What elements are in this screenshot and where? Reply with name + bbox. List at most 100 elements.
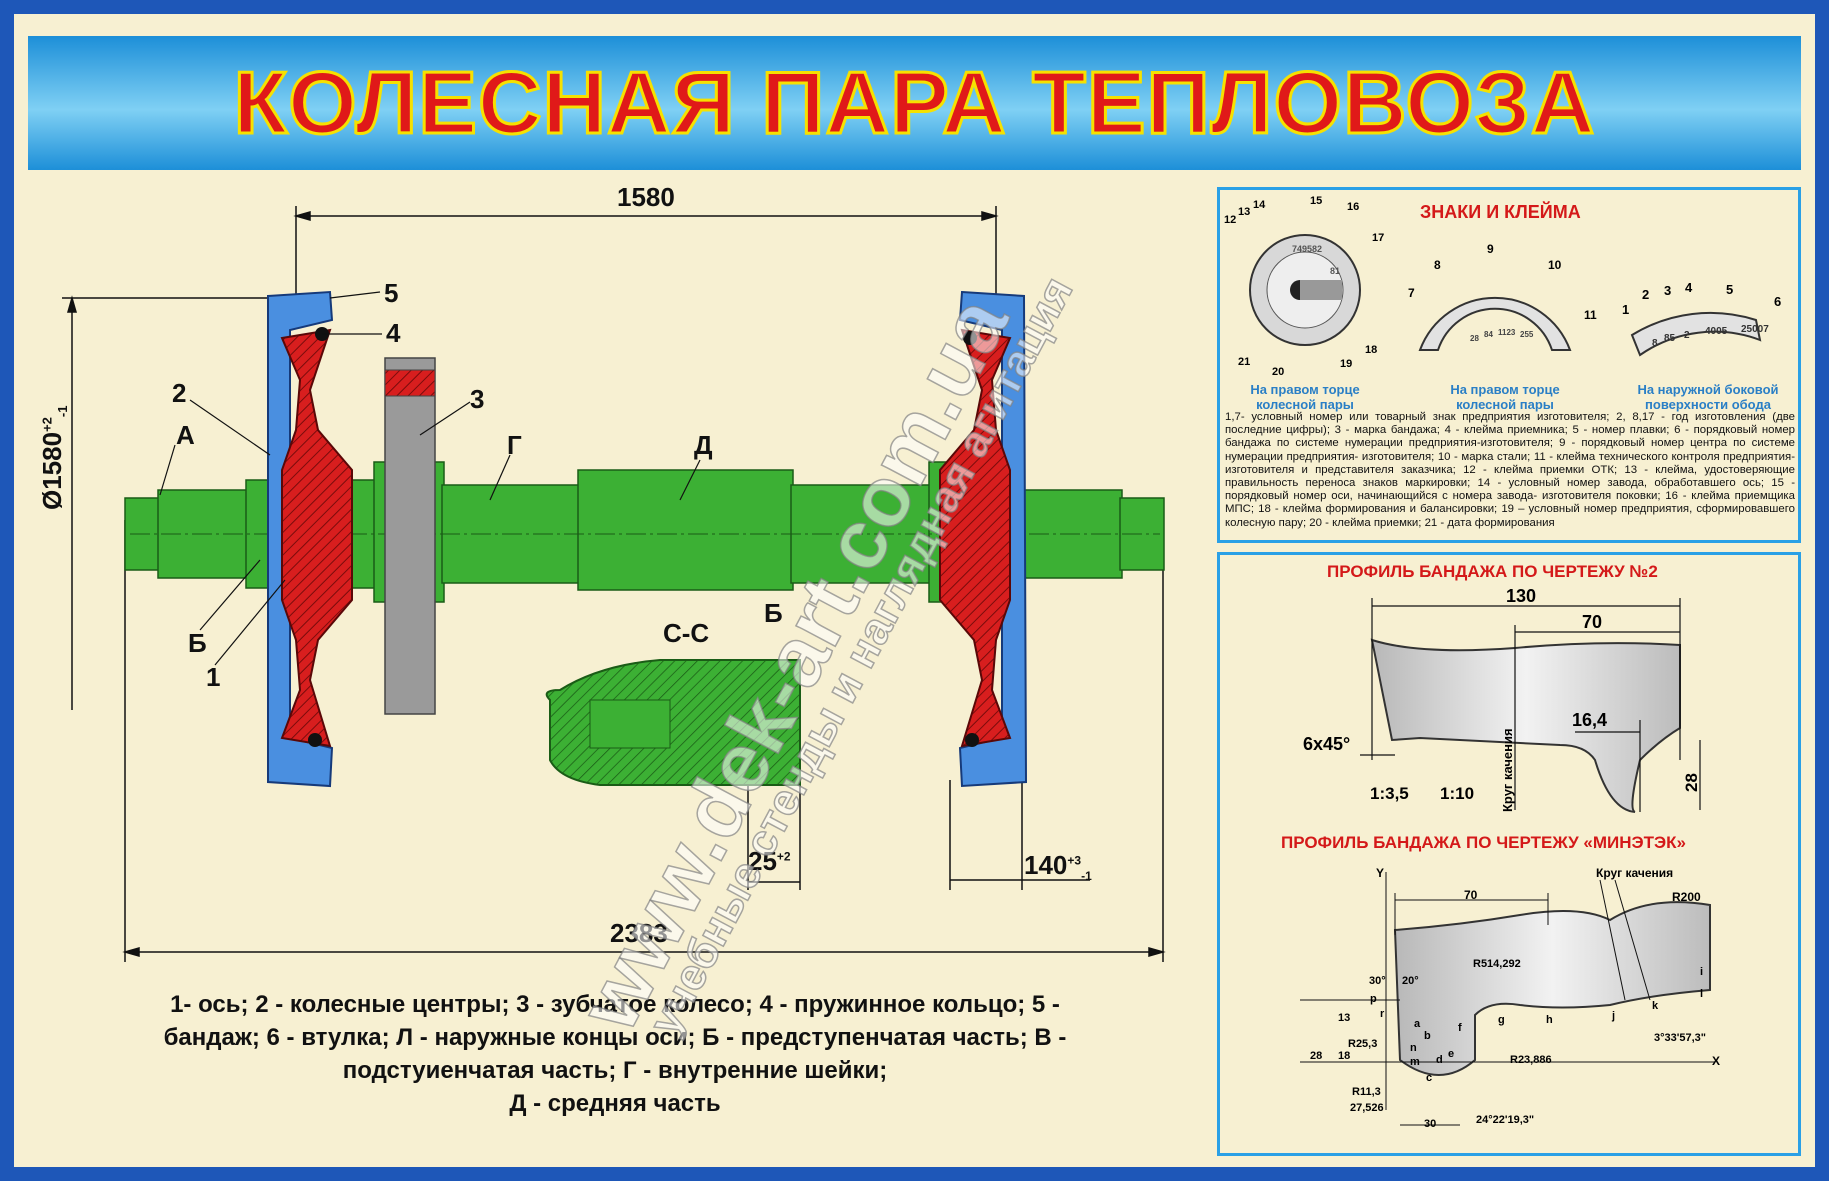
dial1-num-14: 14 — [1253, 199, 1266, 211]
dim-bore: 25+2 — [748, 846, 791, 876]
dial3-mark-3: 2 — [1684, 330, 1690, 341]
p2-d27: 27,526 — [1350, 1102, 1384, 1114]
p2-d30: 30 — [1424, 1118, 1437, 1130]
dial1-num-18: 18 — [1365, 344, 1378, 356]
dial2-num-8: 8 — [1434, 258, 1441, 272]
callout-2: 2 — [172, 378, 187, 408]
p2-point-i: i — [1700, 966, 1704, 978]
dial2-mark-2: 84 — [1484, 330, 1493, 339]
p2-r514: R514,292 — [1473, 958, 1521, 970]
dial1-caption: На правом торце колесной пары — [1250, 382, 1360, 412]
dial2-num-9: 9 — [1487, 242, 1494, 256]
section-label: С-С — [663, 618, 710, 648]
p2-point-c: c — [1426, 1072, 1433, 1084]
p1-height-28: 28 — [1682, 773, 1701, 792]
dim-gap: 140+3-1 — [1024, 850, 1092, 884]
dial3-num-1: 1 — [1622, 302, 1630, 317]
profile1-title: ПРОФИЛЬ БАНДАЖА ПО ЧЕРТЕЖУ №2 — [1327, 562, 1658, 581]
dial1-num-12: 12 — [1224, 214, 1237, 226]
dial2-num-10: 10 — [1548, 258, 1562, 272]
marks-panel — [1217, 187, 1801, 543]
callout-a: А — [176, 420, 195, 450]
p2-point-a: a — [1414, 1018, 1421, 1030]
p2-r200: R200 — [1672, 890, 1701, 904]
dial3-num-6: 6 — [1774, 294, 1782, 309]
dial1-mark-axle: 749582 — [1292, 244, 1323, 254]
callout-1: 1 — [206, 662, 221, 692]
marks-description: 1,7- условный номер или товарный знак пр… — [1225, 411, 1795, 529]
p2-dim-70: 70 — [1464, 888, 1478, 902]
p2-axis-x: X — [1712, 1054, 1721, 1068]
dial2-num-11: 11 — [1584, 308, 1597, 322]
legend-line-3: подстуиенчатая часть; Г - внутренние шей… — [342, 1057, 888, 1084]
callout-d: Д — [694, 430, 713, 460]
p2-point-j: j — [1612, 1010, 1616, 1022]
dial3-mark-2: 85 — [1664, 333, 1676, 344]
p2-axis-y: Y — [1376, 866, 1385, 880]
p2-angle-30: 30° — [1369, 975, 1386, 987]
legend-line-1: 1- ось; 2 - колесные центры; 3 - зубчато… — [170, 991, 1060, 1018]
p2-point-l: l — [1700, 988, 1704, 1000]
profile-panel — [1217, 552, 1801, 1156]
p2-point-d: d — [1436, 1054, 1443, 1066]
dial3-num-3: 3 — [1664, 283, 1672, 298]
dial3-num-2: 2 — [1642, 287, 1650, 302]
p2-point-n: n — [1410, 1042, 1417, 1054]
p2-point-g: g — [1498, 1014, 1505, 1026]
p2-point-m: m — [1410, 1056, 1420, 1068]
dial1-mark-plant: 81 — [1330, 266, 1341, 276]
p1-dim-130: 130 — [1506, 586, 1537, 606]
legend-line-2: бандаж; 6 - втулка; Л - наружные концы о… — [163, 1024, 1067, 1051]
section-letter: Б — [764, 598, 783, 628]
p2-point-k: k — [1652, 1000, 1659, 1012]
p2-angle-2: 24°22'19,3" — [1476, 1114, 1535, 1126]
callout-4: 4 — [386, 318, 401, 348]
dial3-num-5: 5 — [1726, 282, 1734, 297]
dial2-caption: На правом торце колесной пары — [1450, 382, 1560, 412]
title-banner: КОЛЕСНАЯ ПАРА ТЕПЛОВОЗА — [28, 36, 1801, 170]
p1-dim-16: 16,4 — [1572, 710, 1608, 730]
p1-dim-70: 70 — [1582, 612, 1603, 632]
dial2-mark-1: 28 — [1470, 334, 1479, 343]
dim-total-length: 2383 — [610, 918, 668, 948]
p2-circle-label: Круг качения — [1596, 866, 1674, 880]
dial1-num-19: 19 — [1340, 358, 1353, 370]
dial1-num-21: 21 — [1238, 356, 1251, 368]
marks-panel-title: ЗНАКИ И КЛЕЙМА — [1420, 202, 1581, 222]
p2-point-p: p — [1370, 993, 1377, 1005]
callout-b: Б — [188, 628, 207, 658]
p2-angle-1: 3°33'57,3" — [1654, 1032, 1706, 1044]
p2-r23: R23,886 — [1510, 1054, 1552, 1066]
p2-h13: 13 — [1338, 1012, 1351, 1024]
dial3-mark-4: 4005 — [1705, 326, 1728, 337]
callout-g: Г — [507, 430, 522, 460]
dial3-mark-5: 25007 — [1741, 324, 1769, 335]
profile2-title: ПРОФИЛЬ БАНДАЖА ПО ЧЕРТЕЖУ «МИНЭТЭК» — [1281, 833, 1686, 852]
dim-top-span: 1580 — [617, 182, 675, 212]
dial3-num-4: 4 — [1685, 280, 1693, 295]
dial1-num-20: 20 — [1272, 366, 1285, 378]
p1-chamfer: 6х45° — [1303, 734, 1351, 754]
p2-h28: 28 — [1310, 1050, 1323, 1062]
p2-point-r: r — [1380, 1008, 1385, 1020]
p1-circle-label: Круг качения — [1500, 728, 1515, 812]
dial1-num-16: 16 — [1347, 201, 1360, 213]
parts-legend: 1- ось; 2 - колесные центры; 3 - зубчато… — [70, 988, 1160, 1120]
p2-point-f: f — [1458, 1022, 1462, 1034]
p2-r25: R25,3 — [1348, 1038, 1378, 1050]
dial2-mark-3: 1123 — [1498, 328, 1516, 337]
dial1-num-17: 17 — [1372, 232, 1385, 244]
p2-point-b: b — [1424, 1030, 1431, 1042]
p2-h18: 18 — [1338, 1050, 1351, 1062]
callout-3: 3 — [470, 384, 485, 414]
dial3-mark-1: 8 — [1652, 338, 1658, 349]
p2-point-h: h — [1546, 1014, 1553, 1026]
poster-title: КОЛЕСНАЯ ПАРА ТЕПЛОВОЗА — [232, 52, 1596, 154]
callout-5: 5 — [384, 278, 399, 308]
legend-line-4: Д - средняя часть — [509, 1090, 721, 1117]
p2-angle-20: 20° — [1402, 975, 1419, 987]
